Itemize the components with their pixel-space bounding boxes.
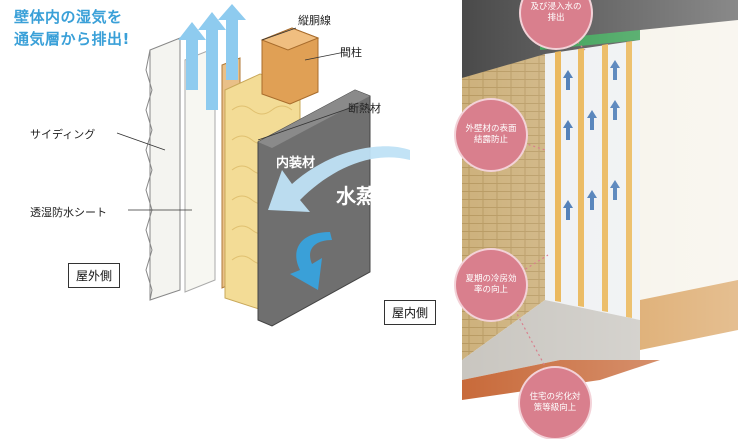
headline: 壁体内の湿気を 通気層から排出! bbox=[14, 6, 130, 50]
air-flow-arrows bbox=[178, 4, 246, 110]
bubble-drainage-text: 及び浸入水の排出 bbox=[530, 2, 582, 23]
label-insulation: 断熱材 bbox=[348, 102, 381, 115]
headline-line1: 壁体内の湿気を bbox=[14, 8, 123, 26]
label-interior: 内装材 bbox=[276, 156, 316, 171]
vapor-arrow bbox=[268, 146, 410, 212]
indoor-side-label: 屋内側 bbox=[384, 300, 437, 325]
outdoor-side-label: 屋外側 bbox=[68, 263, 121, 288]
siding-wavy-edge bbox=[145, 49, 153, 301]
headline-line2: 通気層から排出! bbox=[14, 30, 130, 48]
bubble-durability-text: 住宅の劣化対策等級向上 bbox=[529, 392, 581, 413]
bubble-durability: 住宅の劣化対策等級向上 bbox=[520, 368, 590, 438]
label-stud: 間柱 bbox=[340, 46, 362, 59]
label-sheet: 透湿防水シート bbox=[30, 206, 107, 219]
bubble-condensation-text: 外壁材の表面結露防止 bbox=[465, 124, 517, 145]
label-siding: サイディング bbox=[30, 128, 96, 141]
bubble-cooling: 夏期の冷房効率の向上 bbox=[456, 250, 526, 320]
label-furring: 縦胴線 bbox=[298, 14, 331, 27]
bubble-condensation: 外壁材の表面結露防止 bbox=[456, 100, 526, 170]
bubble-cooling-text: 夏期の冷房効率の向上 bbox=[465, 274, 517, 295]
label-vapor: 水蒸気 bbox=[336, 184, 396, 208]
